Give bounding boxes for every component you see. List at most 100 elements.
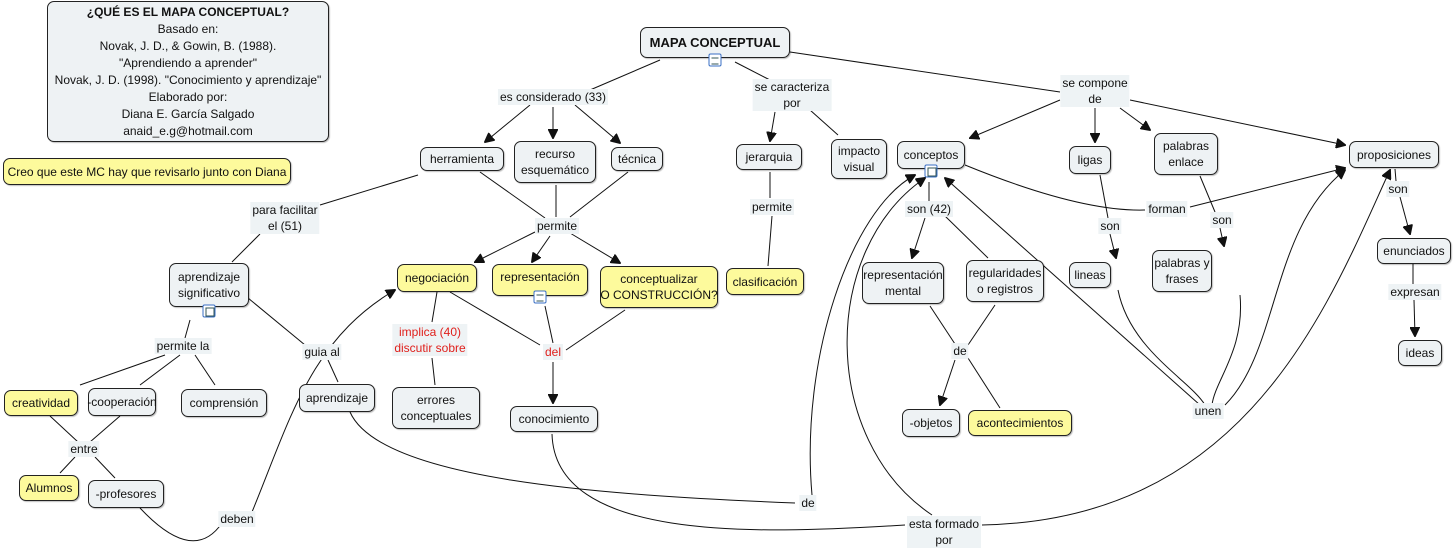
concept-label: creatividad: [11, 396, 71, 410]
info-title: ¿QUÉ ES EL MAPA CONCEPTUAL?: [86, 4, 290, 19]
concept-palabras-enlace[interactable]: palabras enlace: [1154, 133, 1218, 175]
concept-label: significativo: [177, 286, 241, 300]
concept-label: palabras y: [1154, 256, 1210, 270]
concept-label: -profesores: [95, 487, 157, 501]
concept-ligas[interactable]: ligas: [1069, 146, 1111, 174]
document-icon[interactable]: [708, 53, 722, 67]
concept-label: regularidades: [968, 266, 1042, 280]
concept-proposiciones[interactable]: proposiciones: [1349, 141, 1439, 168]
concept-palabras-frases[interactable]: palabras y frases: [1152, 250, 1212, 292]
concept-label: proposiciones: [1356, 147, 1432, 162]
concept-label: impacto: [837, 144, 881, 158]
concept-label: enlace: [1168, 155, 1204, 169]
link-son-proposiciones[interactable]: son: [1386, 181, 1410, 197]
link-forman[interactable]: forman: [1146, 201, 1188, 217]
concept-conceptos[interactable]: conceptos: [897, 141, 965, 169]
note[interactable]: Creo que este MC hay que revisarlo junto…: [3, 158, 291, 185]
link-implica[interactable]: implica (40) discutir sobre: [392, 324, 468, 356]
concept-label: -cooperación: [87, 395, 157, 409]
link-unen[interactable]: unen: [1192, 403, 1224, 419]
concept-label: acontecimientos: [976, 416, 1064, 430]
concept-alumnos[interactable]: Alumnos: [19, 475, 79, 501]
concept-creatividad[interactable]: creatividad: [4, 390, 78, 416]
concept-label: errores: [416, 393, 455, 407]
concept-representacion-mental[interactable]: representación mental: [862, 262, 944, 304]
concept-clasificacion[interactable]: clasificación: [726, 268, 804, 295]
concept-aprendizaje[interactable]: aprendizaje: [299, 384, 375, 412]
concept-label: conceptualizar: [620, 272, 698, 286]
document-icon[interactable]: [533, 290, 547, 304]
link-permite-la[interactable]: permite la: [154, 338, 212, 354]
concept-label: ideas: [1405, 346, 1435, 360]
info-line: Diana E. García Salgado: [121, 106, 255, 121]
link-es-considerado[interactable]: es considerado (33): [497, 89, 609, 105]
link-del[interactable]: del: [542, 344, 564, 360]
concept-label: clasificación: [732, 274, 798, 289]
concept-comprension[interactable]: comprensión: [181, 389, 267, 417]
info-line: Novak, J. D., & Gowin, B. (1988).: [99, 38, 277, 53]
concept-label: conceptos: [903, 148, 959, 162]
concept-map-icon[interactable]: [202, 304, 216, 318]
link-label: discutir sobre: [394, 341, 466, 355]
info-line: Elaborado por:: [148, 89, 228, 104]
link-de-2[interactable]: de: [799, 495, 817, 511]
link-label: implica (40): [398, 325, 461, 339]
link-label: el (51): [267, 219, 302, 233]
link-entre[interactable]: entre: [68, 441, 100, 457]
concept-ideas[interactable]: ideas: [1398, 340, 1442, 366]
concept-objetos[interactable]: -objetos: [902, 409, 960, 437]
concept-root[interactable]: MAPA CONCEPTUAL: [640, 27, 790, 58]
link-son-palabras[interactable]: son: [1210, 212, 1234, 228]
concept-regularidades[interactable]: regularidades o registros: [966, 260, 1044, 302]
concept-label: lineas: [1074, 268, 1106, 282]
link-de[interactable]: de: [951, 343, 969, 359]
concept-label: Alumnos: [25, 481, 73, 495]
concept-label: aprendizaje: [305, 391, 369, 405]
concept-label: representación: [863, 268, 943, 282]
concept-label: negociación: [404, 271, 470, 285]
link-expresan[interactable]: expresan: [1388, 284, 1442, 300]
concept-enunciados[interactable]: enunciados: [1377, 238, 1451, 264]
concept-herramienta[interactable]: herramienta: [420, 147, 504, 171]
concept-lineas[interactable]: lineas: [1069, 262, 1111, 288]
concept-acontecimientos[interactable]: acontecimientos: [968, 410, 1072, 436]
concept-conocimiento[interactable]: conocimiento: [510, 406, 598, 432]
concept-conceptualizar[interactable]: conceptualizar O CONSTRUCCIÓN?: [600, 266, 718, 308]
info-line: anaid_e.g@hotmail.com: [123, 123, 253, 138]
concept-label: ligas: [1077, 153, 1103, 167]
concept-map-icon[interactable]: [924, 164, 938, 178]
link-deben[interactable]: deben: [218, 511, 256, 527]
concept-cooperacion[interactable]: -cooperación: [87, 388, 157, 416]
concept-label: técnica: [617, 152, 657, 166]
concept-tecnica[interactable]: técnica: [611, 147, 663, 171]
link-son-42[interactable]: son (42): [904, 201, 954, 217]
concept-label: palabras: [1162, 139, 1210, 153]
concept-label: o registros: [976, 282, 1034, 296]
concept-label: frases: [1165, 272, 1199, 286]
link-son-ligas[interactable]: son: [1098, 218, 1122, 234]
concept-label: mental: [884, 284, 922, 298]
note-text: Creo que este MC hay que revisarlo junto…: [7, 164, 287, 179]
link-label: por: [783, 96, 801, 110]
concept-jerarquia[interactable]: jerarquia: [736, 144, 802, 170]
concept-profesores[interactable]: -profesores: [88, 480, 164, 508]
link-permite[interactable]: permite: [534, 218, 580, 234]
link-guia-al[interactable]: guia al: [302, 344, 342, 360]
concept-label: MAPA CONCEPTUAL: [649, 34, 781, 50]
concept-label: recurso: [534, 147, 575, 161]
concept-label: herramienta: [429, 152, 495, 166]
concept-label: O CONSTRUCCIÓN?: [600, 288, 718, 302]
link-permite-2[interactable]: permite: [749, 199, 795, 215]
concept-label: -objetos: [909, 416, 953, 430]
concept-negociacion[interactable]: negociación: [397, 264, 477, 292]
link-label: esta formado: [908, 517, 980, 531]
